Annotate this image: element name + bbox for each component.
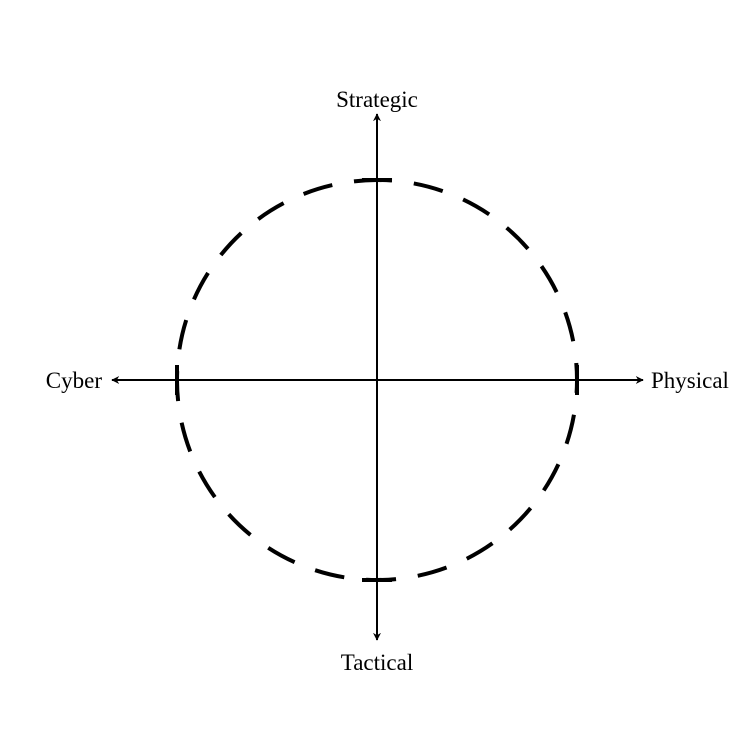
label-strategic: Strategic (336, 87, 418, 112)
label-physical: Physical (651, 368, 729, 393)
label-tactical: Tactical (341, 650, 413, 675)
label-cyber: Cyber (46, 368, 103, 393)
